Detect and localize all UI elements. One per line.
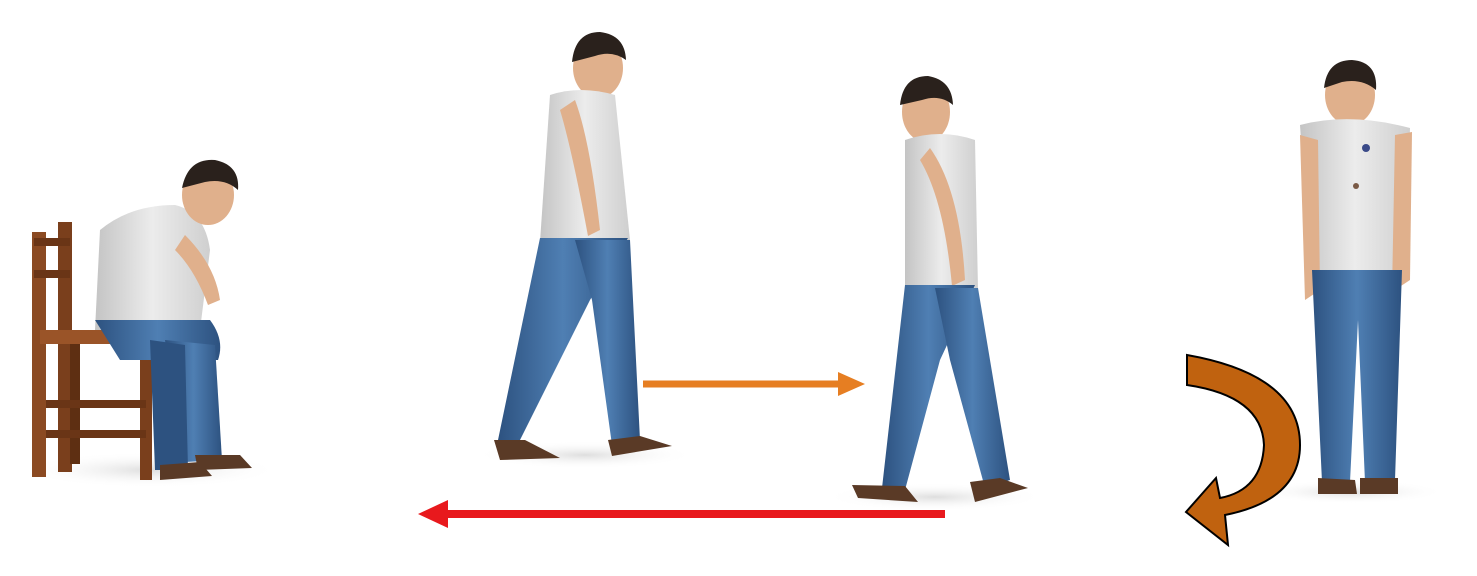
u-turn-arrow-icon — [1186, 355, 1300, 545]
seated-person — [20, 160, 280, 488]
walking-person-2 — [825, 76, 1045, 511]
walking-person-1 — [475, 32, 695, 469]
arrow-right-icon — [643, 372, 865, 396]
